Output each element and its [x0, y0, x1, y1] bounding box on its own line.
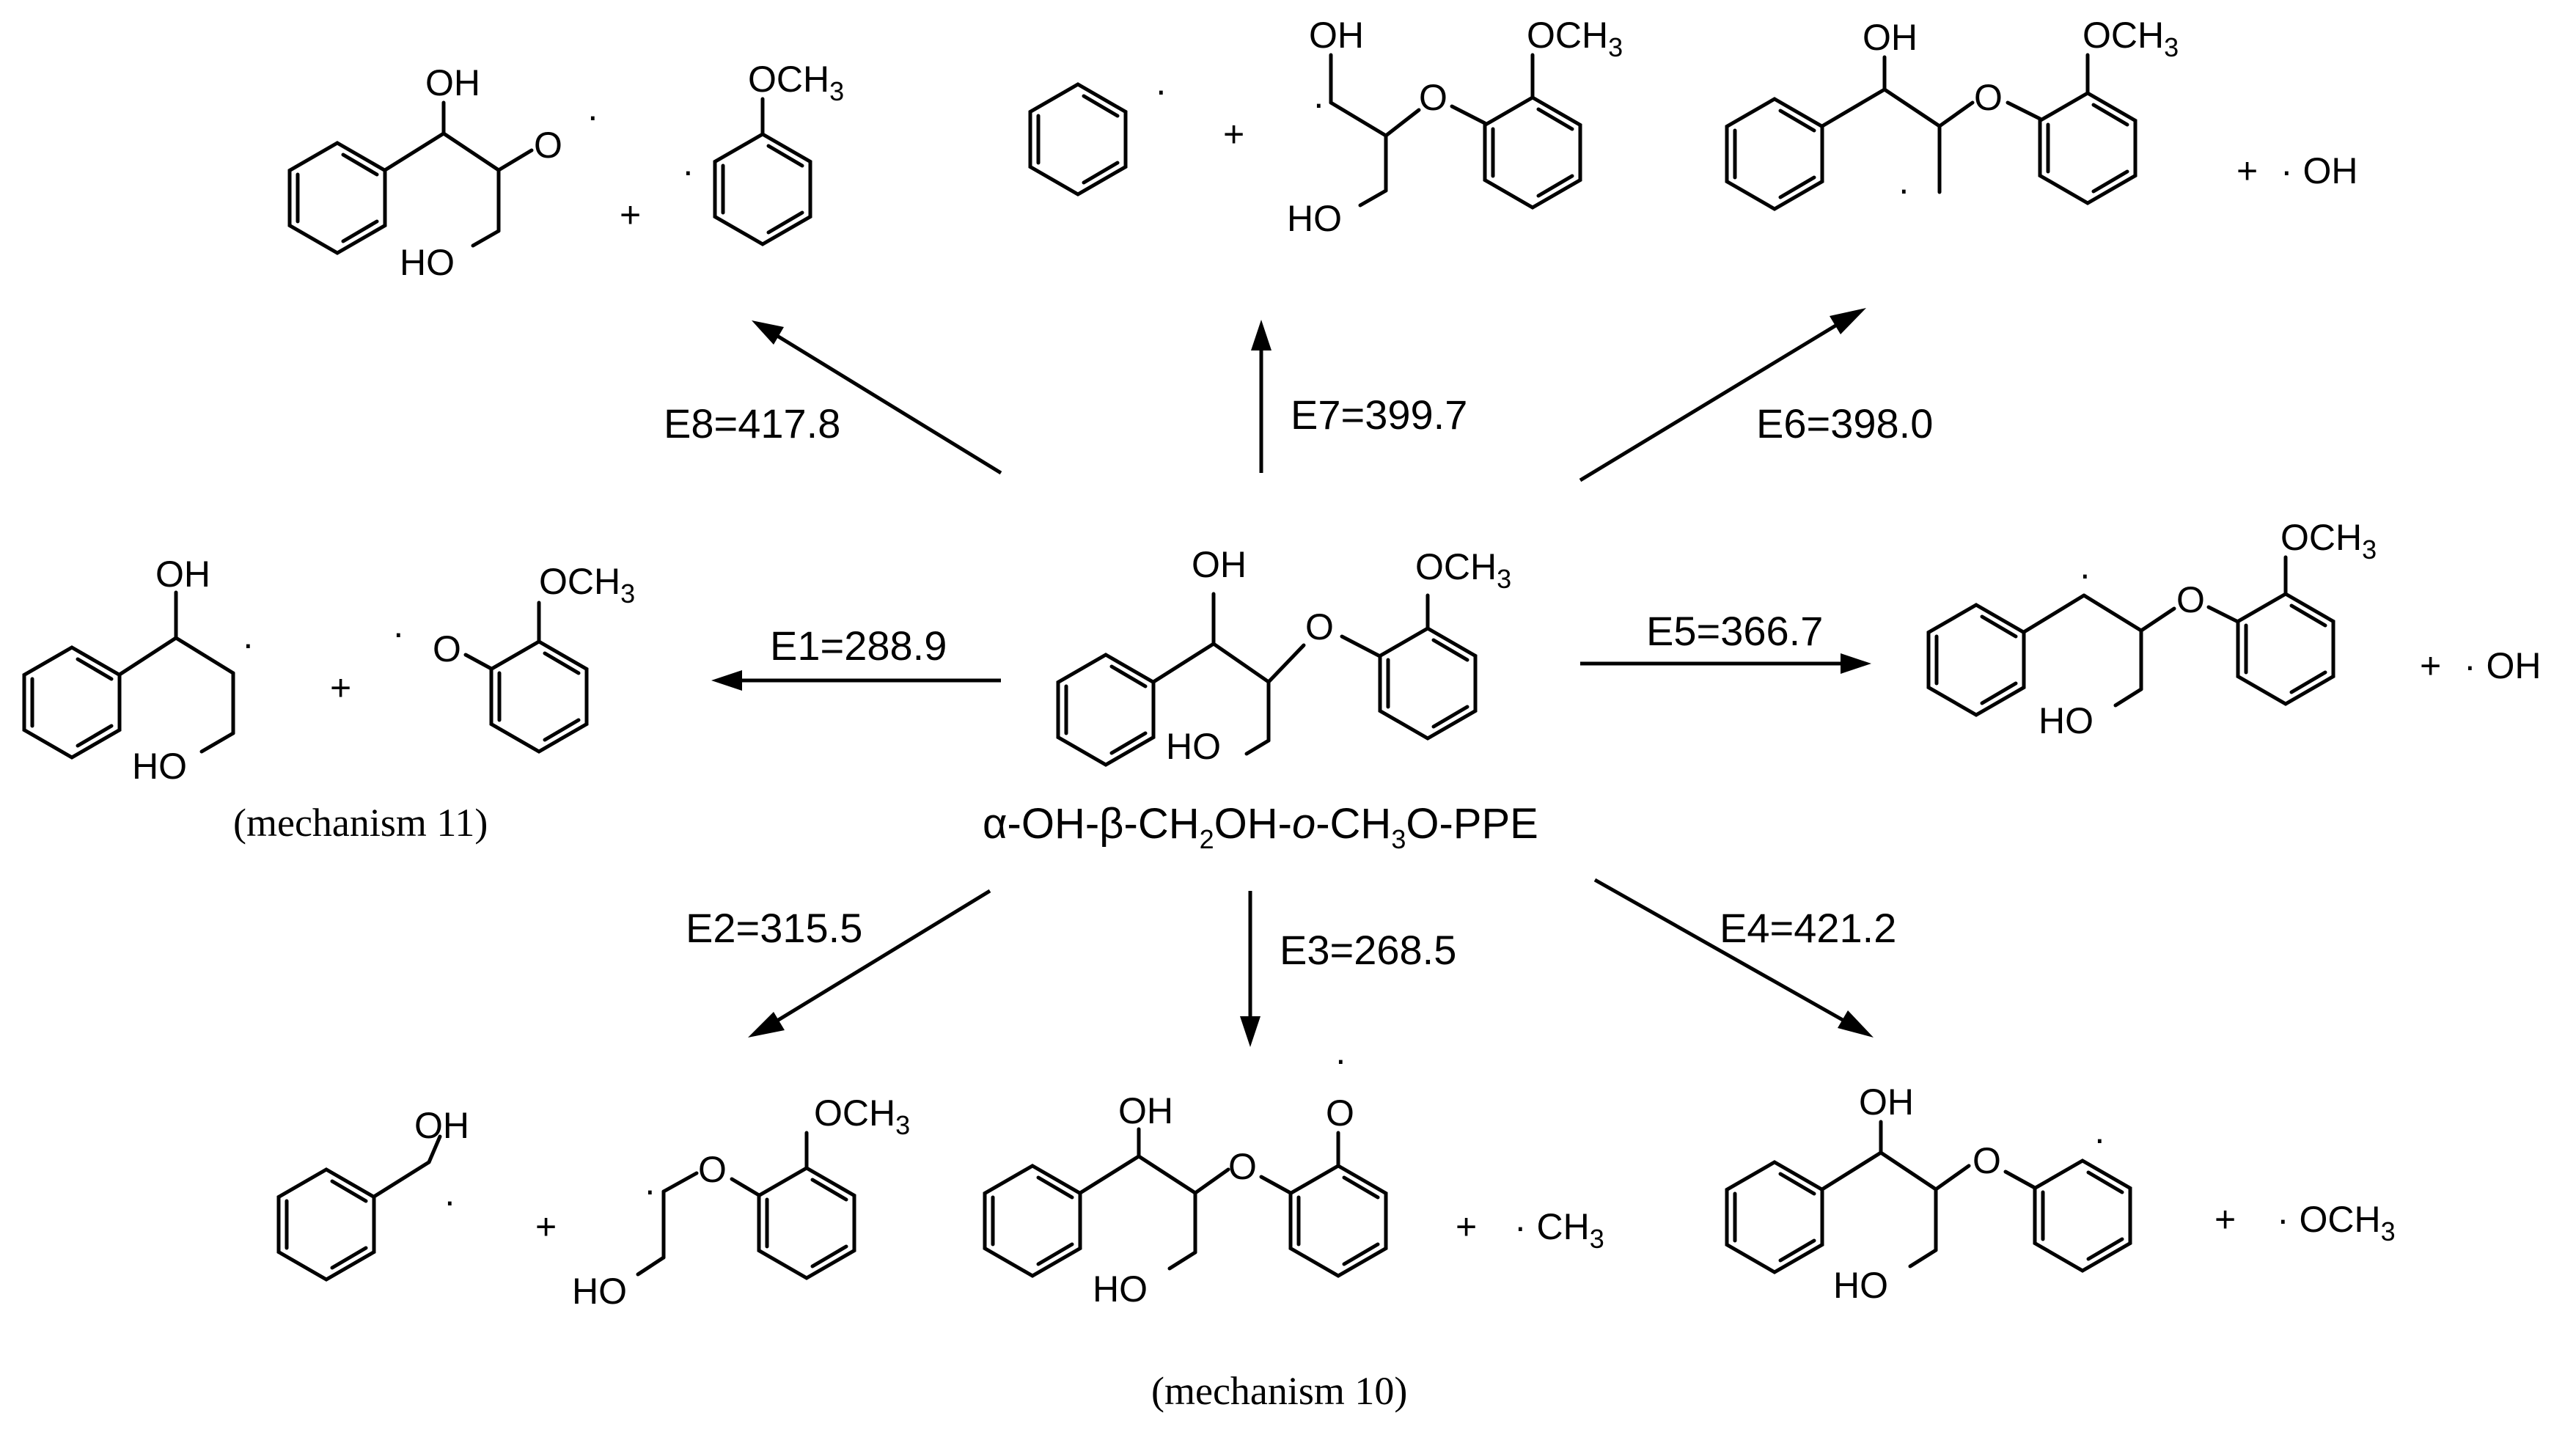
pathway-e7-products: · + · OH HO O OCH3	[1030, 15, 1623, 239]
pathway-e1-products: OH HO · + · O OCH3	[24, 554, 635, 787]
svg-text:· OCH3: · OCH3	[2277, 1199, 2396, 1246]
pathway-e3-label: E3=268.5	[1280, 927, 1456, 973]
svg-text:·: ·	[1313, 83, 1325, 124]
pathway-e6-arrow	[1579, 308, 1866, 482]
svg-text:· CH3: · CH3	[1514, 1206, 1604, 1254]
reactant-ho-label: HO	[1166, 726, 1221, 767]
svg-text:O: O	[2176, 579, 2205, 620]
svg-text:+: +	[535, 1206, 557, 1247]
svg-text:OCH3: OCH3	[2083, 15, 2179, 62]
pathway-e4-label: E4=421.2	[1720, 905, 1896, 951]
svg-text:OH: OH	[1863, 17, 1918, 58]
mechanism-11-caption: (mechanism 11)	[233, 801, 488, 845]
mechanism-10-caption: (mechanism 10)	[1151, 1369, 1407, 1413]
svg-text:HO: HO	[1287, 198, 1342, 239]
pathway-e8-arrow	[752, 320, 1002, 475]
svg-text:HO: HO	[572, 1271, 627, 1312]
reactant-ether-o-label: O	[1305, 606, 1334, 647]
svg-text:·: ·	[682, 150, 694, 191]
svg-text:+: +	[2420, 645, 2441, 686]
svg-text:· OH: · OH	[2464, 645, 2542, 686]
svg-text:+: +	[1456, 1206, 1477, 1247]
svg-text:O: O	[534, 125, 562, 166]
pathway-e5-label: E5=366.7	[1646, 608, 1823, 654]
pathway-e5-arrow	[1580, 653, 1871, 674]
svg-text:·: ·	[587, 95, 599, 136]
svg-text:O: O	[1326, 1093, 1354, 1134]
svg-text:OH: OH	[425, 62, 480, 103]
svg-text:OH: OH	[1309, 15, 1364, 56]
pathway-e8-products: OH O · HO + · OCH3	[290, 59, 844, 283]
pathway-e2-arrow	[748, 889, 991, 1038]
svg-text:+: +	[2214, 1199, 2236, 1240]
svg-text:O: O	[1974, 77, 2003, 118]
pathway-e4-products: OH HO O · + · OCH3	[1727, 1082, 2396, 1306]
svg-text:O: O	[433, 628, 461, 669]
pathway-e2-products: OH · + · O HO OCH3	[279, 1093, 910, 1312]
svg-text:OCH3: OCH3	[814, 1093, 910, 1140]
svg-text:·: ·	[2079, 554, 2091, 595]
reactant-och3-label: OCH3	[1415, 546, 1511, 594]
svg-text:OCH3: OCH3	[539, 561, 635, 609]
svg-text:O: O	[1419, 77, 1447, 118]
svg-text:·: ·	[1155, 70, 1167, 111]
svg-text:· OH: · OH	[2280, 150, 2358, 191]
svg-text:·: ·	[1898, 169, 1910, 210]
svg-text:O: O	[1228, 1146, 1257, 1187]
reactant-molecule: OH HO O OCH3 α-OH-β-CH2OH-o-CH3O-PPE	[983, 544, 1538, 854]
svg-text:·: ·	[242, 623, 254, 664]
svg-text:+: +	[1223, 114, 1244, 155]
pathway-e3-products: OH HO O O · + · CH3	[985, 1039, 1604, 1310]
svg-text:HO: HO	[400, 242, 455, 283]
svg-text:HO: HO	[1093, 1268, 1148, 1310]
pathway-e7-label: E7=399.7	[1291, 392, 1467, 438]
svg-text:HO: HO	[2039, 700, 2094, 741]
svg-text:O: O	[698, 1149, 727, 1190]
svg-text:·: ·	[444, 1181, 456, 1222]
svg-text:HO: HO	[132, 746, 187, 787]
svg-text:OH: OH	[1859, 1082, 1914, 1123]
svg-text:OCH3: OCH3	[1527, 15, 1623, 62]
svg-text:HO: HO	[1833, 1265, 1888, 1306]
pathway-e8-label: E8=417.8	[664, 400, 840, 447]
svg-text:·: ·	[2094, 1118, 2106, 1159]
svg-text:+: +	[330, 667, 351, 708]
svg-text:+: +	[2236, 150, 2258, 191]
pathway-e1-arrow	[711, 670, 1001, 691]
svg-text:+: +	[620, 194, 641, 235]
pathway-e6-products: OH · O OCH3 + · OH	[1727, 15, 2358, 210]
svg-text:·: ·	[644, 1170, 656, 1211]
pathway-e2-label: E2=315.5	[686, 905, 862, 951]
svg-text:OH: OH	[155, 554, 210, 595]
pathway-e6-label: E6=398.0	[1756, 400, 1933, 447]
pathway-e5-products: · HO O OCH3 + · OH	[1929, 517, 2542, 741]
svg-text:OH: OH	[414, 1105, 469, 1146]
svg-text:OCH3: OCH3	[748, 59, 844, 106]
reactant-name: α-OH-β-CH2OH-o-CH3O-PPE	[983, 800, 1538, 854]
svg-text:O: O	[1973, 1140, 2001, 1181]
pathway-e7-arrow	[1251, 320, 1272, 473]
pathway-e3-arrow	[1240, 891, 1261, 1047]
reactant-oh-label: OH	[1192, 544, 1247, 585]
pathway-e4-arrow	[1593, 878, 1874, 1038]
svg-text:OH: OH	[1118, 1090, 1173, 1131]
svg-text:·: ·	[392, 612, 405, 653]
pathway-e1-label: E1=288.9	[770, 623, 947, 669]
svg-text:·: ·	[1335, 1039, 1347, 1080]
svg-text:OCH3: OCH3	[2280, 517, 2377, 565]
